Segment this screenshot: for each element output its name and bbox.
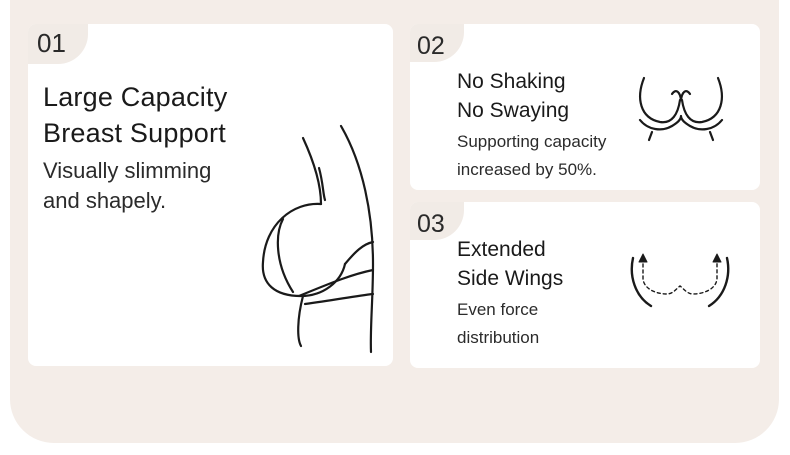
feature-card-01: 01 Large Capacity Breast Support Visuall…: [28, 24, 393, 366]
feature-card-03: 03 Extended Side Wings Even force distri…: [410, 202, 760, 368]
feature-number: 02: [410, 24, 464, 62]
feature-title-line1: Large Capacity: [43, 82, 228, 112]
feature-card-02: 02 No Shaking No Swaying Supporting capa…: [410, 24, 760, 190]
feature-title-line2: Breast Support: [43, 118, 226, 148]
feature-subtitle-line2: and shapely.: [43, 188, 167, 213]
feature-title: Extended Side Wings: [457, 235, 563, 293]
feature-title-line2: Side Wings: [457, 267, 564, 290]
feature-title-line2: No Swaying: [457, 99, 570, 122]
feature-subtitle-line2: distribution: [457, 328, 540, 347]
feature-subtitle: Supporting capacity increased by 50%.: [457, 128, 606, 184]
side-wings-arrows-icon: [625, 248, 735, 318]
feature-title: No Shaking No Swaying: [457, 67, 569, 125]
feature-title-line1: No Shaking: [457, 70, 566, 93]
feature-title: Large Capacity Breast Support: [43, 79, 227, 151]
feature-title-line1: Extended: [457, 238, 546, 261]
feature-subtitle-line1: Visually slimming: [43, 158, 212, 183]
feature-subtitle: Even force distribution: [457, 296, 539, 352]
feature-subtitle-line2: increased by 50%.: [457, 160, 597, 179]
feature-subtitle-line1: Supporting capacity: [457, 132, 607, 151]
bra-side-view-illustration: [223, 124, 393, 366]
feature-number: 03: [410, 202, 464, 240]
bra-cups-icon: [632, 70, 732, 150]
feature-subtitle: Visually slimming and shapely.: [43, 156, 211, 216]
feature-subtitle-line1: Even force: [457, 300, 539, 319]
feature-number: 01: [28, 24, 88, 64]
